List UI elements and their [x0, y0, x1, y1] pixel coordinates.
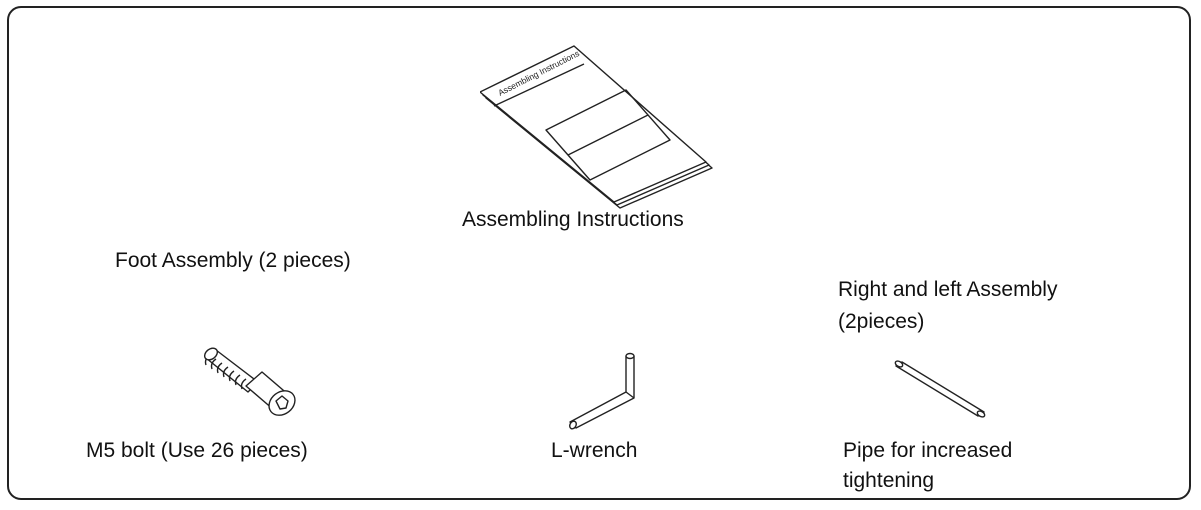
m5-bolt-icon — [196, 346, 306, 426]
instructions-booklet-icon: Assembling Instructions — [480, 40, 720, 210]
pipe-label-line2: tightening — [843, 469, 935, 492]
right-left-assembly-label-line1: Right and left Assembly — [838, 278, 1058, 301]
assembling-instructions-label: Assembling Instructions — [462, 208, 684, 231]
m5-bolt-label: M5 bolt (Use 26 pieces) — [86, 439, 308, 462]
pipe-label-line1: Pipe for increased — [843, 439, 1013, 462]
right-left-assembly-label-line2: (2pieces) — [838, 310, 925, 333]
l-wrench-icon — [562, 350, 642, 430]
pipe-icon — [890, 360, 990, 420]
parts-list-frame — [7, 6, 1191, 500]
foot-assembly-label: Foot Assembly (2 pieces) — [115, 249, 351, 272]
l-wrench-label: L-wrench — [551, 439, 638, 462]
